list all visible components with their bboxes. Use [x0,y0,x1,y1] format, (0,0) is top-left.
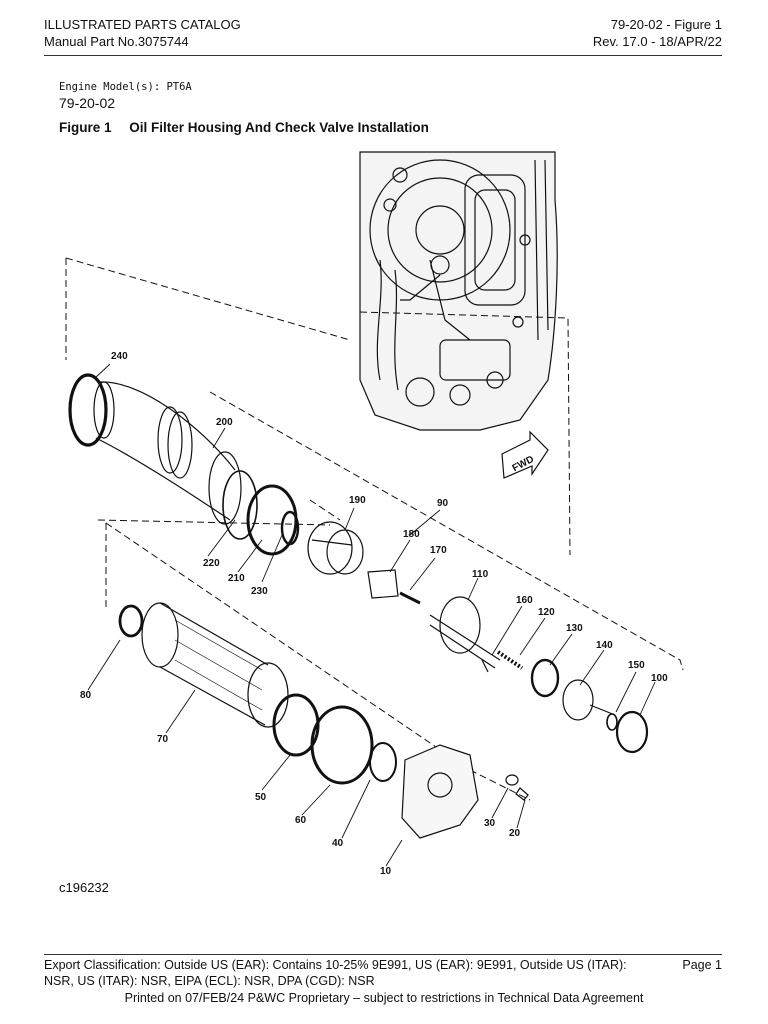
callout-120: 120 [538,607,555,618]
fwd-arrow [501,430,549,479]
callout-170: 170 [430,545,447,556]
callout-70: 70 [157,734,169,745]
callout-210: 210 [228,573,245,584]
callout-230: 230 [251,586,268,597]
callout-110: 110 [472,569,489,580]
figure-title: Oil Filter Housing And Check Valve Insta… [129,120,429,135]
callout-80: 80 [80,690,92,701]
engine-models: Engine Model(s): PT6A [59,81,192,93]
callout-100: 100 [651,673,668,684]
figure-label: Figure 1 [59,120,112,135]
header-divider [44,55,722,56]
callout-200: 200 [216,417,233,428]
callout-90: 90 [437,498,449,509]
page-header-right: 79-20-02 - Figure 1 Rev. 17.0 - 18/APR/2… [593,16,722,50]
callout-60: 60 [295,815,307,826]
callout-150: 150 [628,660,645,671]
section-number: 79-20-02 [59,95,116,111]
manual-part-number: Manual Part No.3075744 [44,34,189,49]
doc-title: ILLUSTRATED PARTS CATALOG [44,17,241,32]
footer-divider [44,954,722,955]
printed-notice: Printed on 07/FEB/24 P&WC Proprietary – … [124,991,644,1005]
figure-reference: 79-20-02 - Figure 1 [610,17,722,32]
callout-130: 130 [566,623,583,634]
callout-240: 240 [111,351,128,362]
exploded-parts-diagram: 240 200 190 90 180 170 220 210 230 110 1… [65,151,684,877]
callout-10: 10 [380,866,392,877]
callout-190: 190 [349,495,366,506]
callout-40: 40 [332,838,344,849]
figure-caption: Figure 1 Oil Filter Housing And Check Va… [59,120,429,135]
filter-element-drawing [141,602,289,728]
callout-180: 180 [403,529,420,540]
callout-220: 220 [203,558,220,569]
revision-info: Rev. 17.0 - 18/APR/22 [592,34,722,49]
callout-50: 50 [255,792,267,803]
illustration-id: c196232 [59,880,109,895]
page-number: Page 1 [682,958,722,972]
callout-160: 160 [516,595,533,606]
callout-30: 30 [484,818,496,829]
export-classification: Export Classification: Outside US (EAR):… [44,958,627,988]
callout-20: 20 [509,828,521,839]
callout-140: 140 [596,640,613,651]
engine-housing-drawing [359,151,558,431]
page-header-left: ILLUSTRATED PARTS CATALOG Manual Part No… [44,16,241,50]
